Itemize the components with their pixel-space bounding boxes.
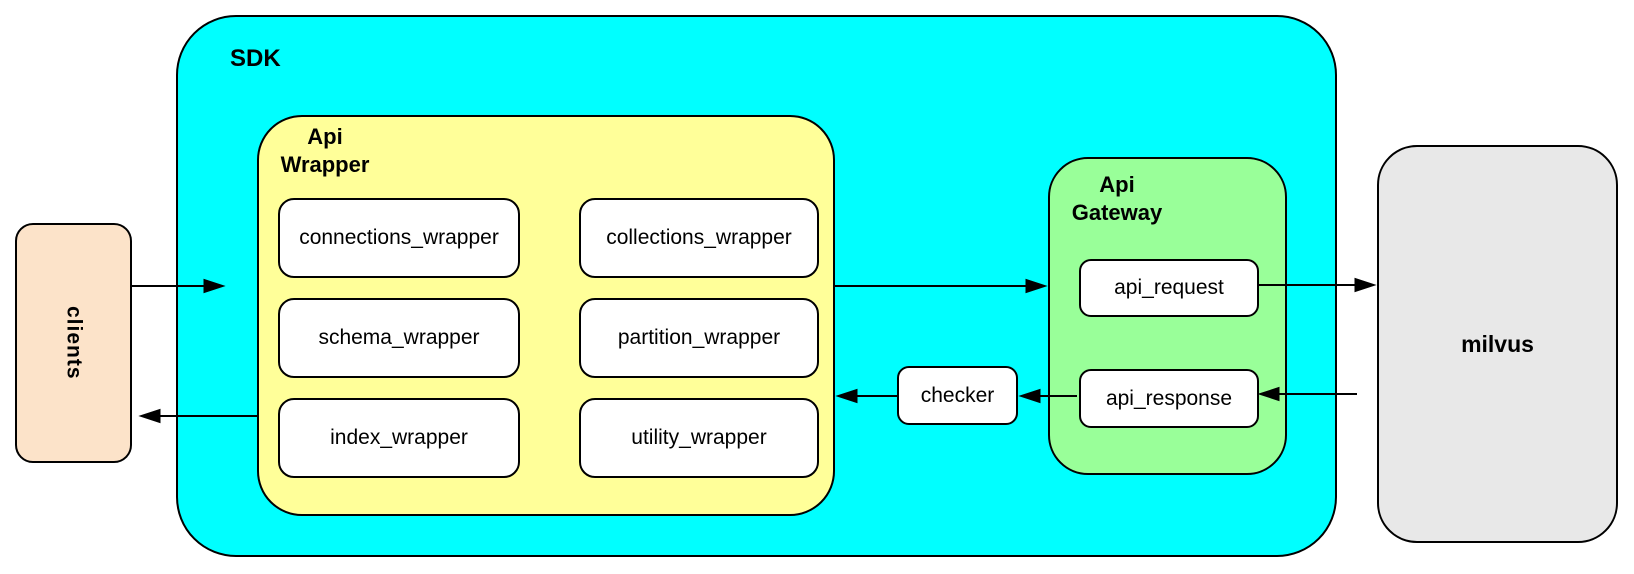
- node-partition-wrapper: partition_wrapper: [579, 298, 819, 378]
- node-schema-wrapper-label: schema_wrapper: [318, 326, 480, 349]
- node-utility-wrapper: utility_wrapper: [579, 398, 819, 478]
- node-checker-label: checker: [920, 383, 995, 407]
- arrowhead-api-request-to-milvus: [1354, 277, 1377, 293]
- sdk-label: SDK: [230, 45, 281, 72]
- api-wrapper-label-line1: Api: [307, 124, 343, 149]
- node-checker: checker: [897, 366, 1018, 425]
- api-gateway-label-line1: Api: [1099, 172, 1135, 197]
- milvus-label: milvus: [1461, 330, 1534, 357]
- node-partition-wrapper-label: partition_wrapper: [617, 326, 781, 349]
- node-schema-wrapper: schema_wrapper: [278, 298, 520, 378]
- api-wrapper-label: Api Wrapper: [267, 123, 383, 179]
- api-gateway-container: Api Gateway api_request api_response: [1048, 157, 1287, 475]
- node-index-wrapper: index_wrapper: [278, 398, 520, 478]
- arrowhead-api-wrapper-to-clients: [138, 408, 161, 424]
- node-api-response-label: api_response: [1105, 386, 1233, 410]
- api-gateway-label: Api Gateway: [1050, 171, 1184, 227]
- milvus-node: milvus: [1377, 145, 1618, 543]
- api-wrapper-container: Api Wrapper connections_wrapper collecti…: [257, 115, 835, 516]
- api-wrapper-label-line2: Wrapper: [280, 152, 370, 178]
- node-utility-wrapper-label: utility_wrapper: [631, 426, 767, 449]
- node-api-request-label: api_request: [1114, 276, 1224, 299]
- clients-label: clients: [62, 306, 86, 380]
- node-connections-wrapper-label: connections_wrapper: [299, 226, 499, 249]
- node-api-request: api_request: [1079, 259, 1259, 317]
- node-api-response: api_response: [1079, 369, 1259, 428]
- node-index-wrapper-label: index_wrapper: [330, 426, 468, 449]
- node-connections-wrapper: connections_wrapper: [278, 198, 520, 278]
- api-gateway-label-line2: Gateway: [1071, 200, 1163, 226]
- clients-node: clients: [15, 223, 132, 463]
- node-collections-wrapper-label: collections_wrapper: [606, 226, 792, 249]
- node-collections-wrapper: collections_wrapper: [579, 198, 819, 278]
